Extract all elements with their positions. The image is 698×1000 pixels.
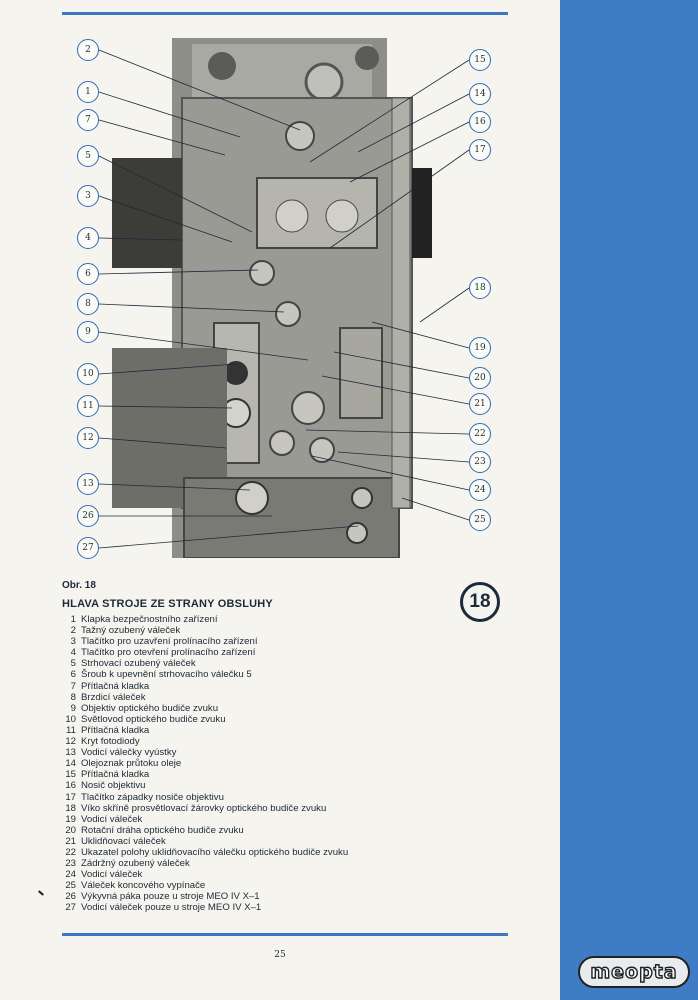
callout-14: 14 [469,83,491,105]
callout-22: 22 [469,423,491,445]
figure-label: Obr. 18 [62,580,96,591]
callout-25: 25 [469,509,491,531]
blue-side-band [560,0,698,1000]
top-rule [62,12,508,15]
page-number: 25 [274,950,286,960]
callout-20: 20 [469,367,491,389]
callout-17: 17 [469,139,491,161]
callout-6: 6 [77,263,99,285]
meopta-logo: meopta [578,956,690,988]
callout-11: 11 [77,395,99,417]
projector-head-photo [112,38,432,558]
callout-5: 5 [77,145,99,167]
callout-24: 24 [469,479,491,501]
callout-23: 23 [469,451,491,473]
bottom-rule [62,933,508,936]
callout-26: 26 [77,505,99,527]
figure-title: HLAVA STROJE ZE STRANY OBSLUHY [62,598,273,610]
callout-15: 15 [469,49,491,71]
callout-19: 19 [469,337,491,359]
callout-3: 3 [77,185,99,207]
callout-9: 9 [77,321,99,343]
callout-27: 27 [77,537,99,559]
callout-10: 10 [77,363,99,385]
callout-4: 4 [77,227,99,249]
callout-1: 1 [77,81,99,103]
figure-projector-head: 2 1 7 5 3 4 6 8 9 10 11 12 13 26 27 15 1… [0,30,560,570]
callout-13: 13 [77,473,99,495]
callout-2: 2 [77,39,99,61]
callout-12: 12 [77,427,99,449]
callout-leader-lines [98,49,470,549]
figure-number-badge: 18 [460,582,500,622]
callout-8: 8 [77,293,99,315]
callout-16: 16 [469,111,491,133]
callout-7: 7 [77,109,99,131]
callout-18: 18 [469,277,491,299]
callout-21: 21 [469,393,491,415]
